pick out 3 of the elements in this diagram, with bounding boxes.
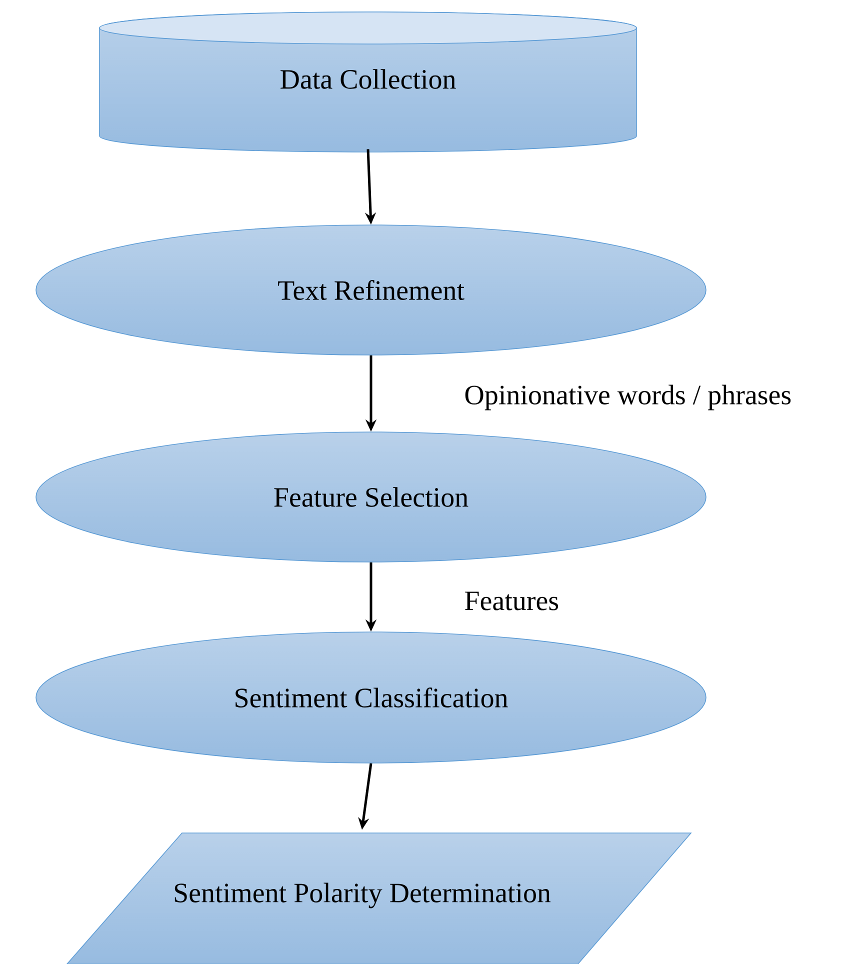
edge-label: Features (463, 590, 560, 612)
edge-label: Opinionative words / phrases (463, 384, 793, 412)
database-cylinder: Data Collection (99, 12, 637, 152)
